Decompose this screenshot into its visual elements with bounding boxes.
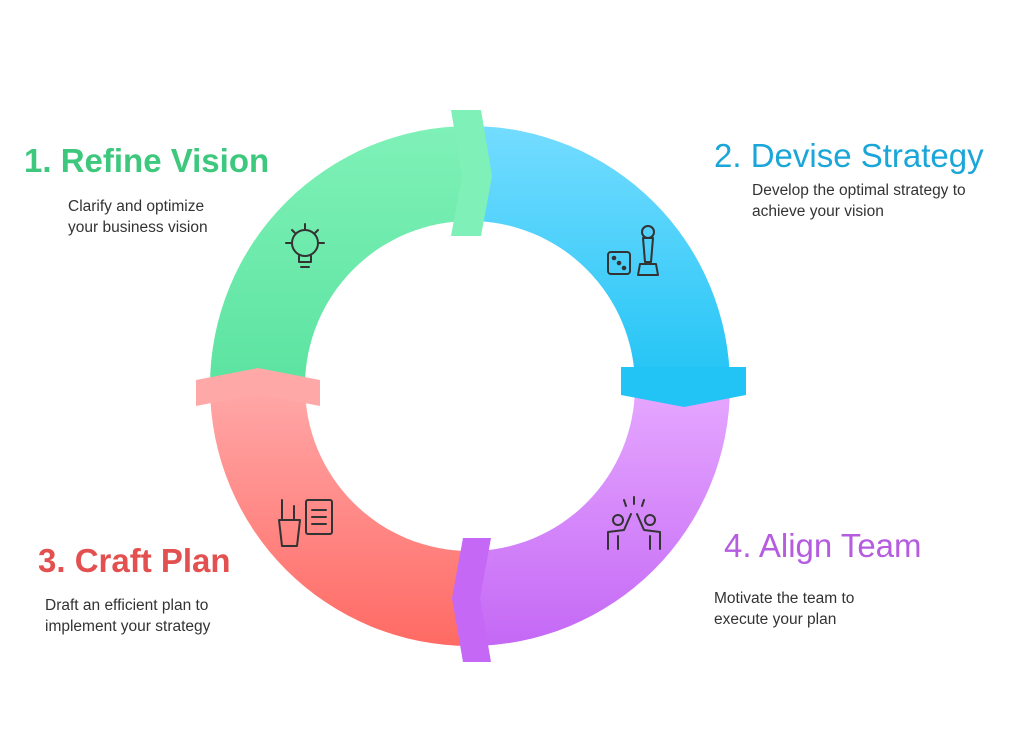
connector-arrow-left: [196, 368, 320, 406]
connector-arrow-top: [451, 110, 492, 236]
dice-chess-pawn-icon: [607, 225, 659, 276]
step-4-title: 4. Align Team: [724, 527, 922, 564]
step-2-title: 2. Devise Strategy: [714, 137, 984, 174]
lightbulb-gear-icon: [285, 223, 325, 268]
connector-arrow-right: [621, 367, 746, 407]
connector-arrow-bottom: [452, 538, 491, 662]
step-3-title: 3. Craft Plan: [38, 542, 231, 579]
tools-document-icon: [278, 499, 333, 547]
segment-craft-plan: [210, 386, 470, 646]
segment-align-team: [470, 386, 730, 646]
step-1-title: 1. Refine Vision: [24, 142, 270, 179]
high-five-icon: [607, 496, 661, 550]
segment-refine-vision: [210, 126, 470, 386]
segment-devise-strategy: [470, 126, 730, 386]
